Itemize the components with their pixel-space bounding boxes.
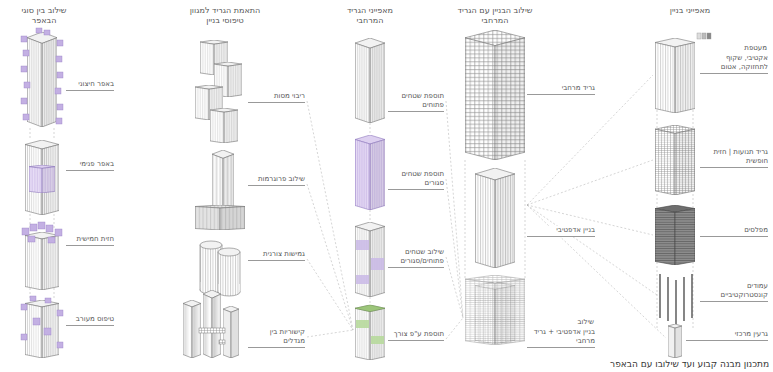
part-label: גריד מרחבי	[527, 84, 595, 95]
part-label: שילוב פרוגרמות	[248, 175, 305, 186]
column-heading: שילוב בין סוגי הבאפר	[14, 6, 74, 26]
building-types	[183, 40, 245, 358]
part-label: גמישות צורנית	[248, 250, 305, 261]
part-label: אקטיבי, שקוף לתחזוקה, אטום	[700, 54, 768, 74]
part-label: גריד תנועות | חזית חופשית	[700, 148, 768, 168]
part-label: תוספת שטחים פתוחים	[388, 92, 444, 112]
part-label: ריבוי מסות	[248, 92, 305, 103]
buffer-types	[21, 28, 63, 358]
part-label: שילוב	[577, 318, 595, 327]
column-heading: שילוב הבניין עם הגריד המרחבי	[453, 6, 537, 26]
building-grid-combination	[465, 30, 525, 345]
column-heading: התאמת הגריד למגוון טיפוסי בניין	[183, 6, 267, 26]
part-label: טיפוס מעורב	[66, 315, 114, 326]
part-label: מעטפת	[743, 44, 768, 53]
part-label: מפלסים	[700, 226, 768, 237]
building-components	[655, 33, 711, 358]
part-label: קישוריות בין מגדלים	[248, 328, 305, 348]
part-label: תוספת ע"פ צורך	[388, 330, 444, 341]
part-label: גרעין מרכזי	[686, 330, 768, 341]
part-label: שילוב שטחים פתוחים/סגורים	[388, 248, 444, 268]
column-heading: מאפייני הגריד המרחבי	[337, 6, 403, 26]
part-label: תוספת שטחים סגורים	[388, 170, 444, 190]
part-label: חזית חמישית	[66, 235, 114, 246]
part-label: באפר פנימי	[66, 160, 114, 171]
grid-characteristics	[355, 38, 385, 360]
part-label: בניין אדפטיבי + גריד מרחבי	[527, 328, 595, 348]
caption: מתכנון מבנה קבוע ועד שילובו עם הבאפר	[610, 359, 769, 369]
part-label: באפר חיצוני	[66, 80, 114, 91]
part-label: עמודים קונסטרוקטיביים	[700, 282, 768, 302]
column-heading: מאפייני בניין	[655, 6, 725, 16]
part-label: בניין אדפטיבי	[527, 226, 595, 237]
